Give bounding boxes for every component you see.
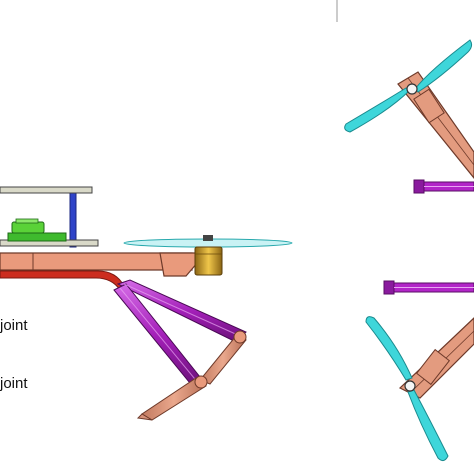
upper-arm-box	[413, 88, 445, 124]
ankle-joint	[194, 375, 208, 389]
upper-propeller-hub	[406, 83, 418, 95]
knee-joint	[233, 330, 247, 344]
joint-label-1: joint	[0, 317, 28, 334]
blue-mast	[69, 190, 77, 248]
top-view	[344, 39, 474, 462]
motor	[194, 246, 223, 276]
pcb-component	[11, 221, 45, 234]
lower-arm-box	[415, 348, 451, 386]
lower-propeller	[365, 316, 449, 462]
pcb-component-top	[15, 218, 39, 224]
lower-leg-bar	[383, 280, 474, 295]
pcb-board	[7, 232, 67, 242]
joint-label-2: joint	[0, 375, 28, 392]
motor-arm	[159, 252, 199, 277]
foot-tip	[136, 413, 153, 421]
top-plate	[0, 186, 93, 194]
main-frame-arm	[0, 252, 193, 271]
leg-holder-tube	[0, 270, 125, 291]
upper-propeller	[344, 39, 473, 133]
upper-leg-bar	[413, 179, 474, 194]
propeller-hub	[203, 235, 213, 241]
side-view: joint joint	[0, 186, 293, 421]
lower-propeller-hub	[404, 380, 416, 392]
